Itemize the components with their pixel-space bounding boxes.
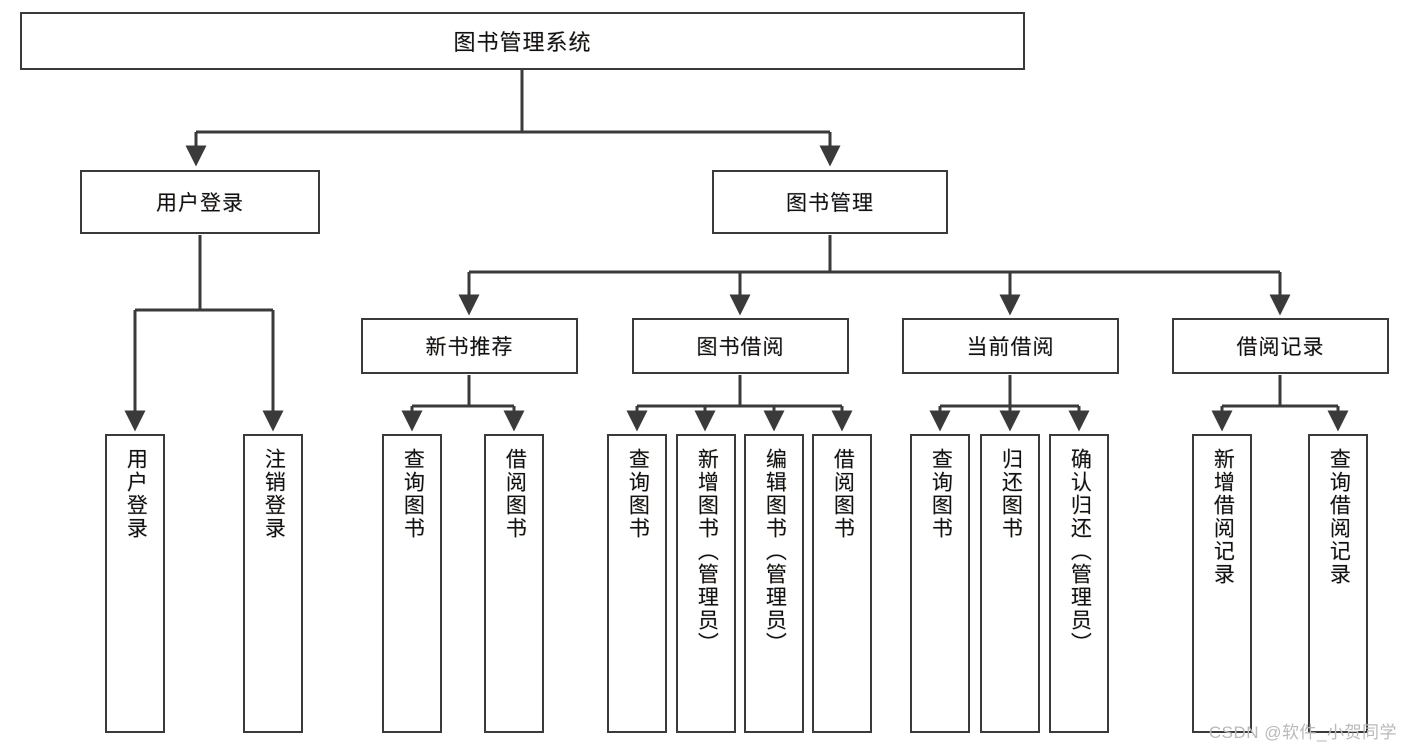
node-leaf-add-book-label: 新增图书（管理员） (695, 448, 719, 655)
node-leaf-query-book-2-label: 查询图书 (626, 448, 650, 540)
node-leaf-return-book[interactable]: 归还图书 (980, 434, 1040, 733)
node-book-borrow[interactable]: 图书借阅 (632, 318, 849, 374)
node-leaf-borrow-book-2[interactable]: 借阅图书 (812, 434, 872, 733)
watermark: CSDN @软件_小贺同学 (1208, 723, 1397, 742)
node-borrow-record-label: 借阅记录 (1236, 336, 1325, 359)
node-leaf-confirm-return-label: 确认归还（管理员） (1068, 448, 1092, 655)
node-borrow-record[interactable]: 借阅记录 (1172, 318, 1389, 374)
node-leaf-borrow-book-2-label: 借阅图书 (831, 448, 855, 540)
node-leaf-user-login-label: 用户登录 (124, 448, 148, 540)
node-leaf-query-record[interactable]: 查询借阅记录 (1308, 434, 1368, 733)
node-leaf-add-record-label: 新增借阅记录 (1211, 448, 1235, 586)
node-user-login[interactable]: 用户登录 (80, 170, 320, 234)
node-current-borrow-label: 当前借阅 (966, 336, 1055, 359)
node-leaf-query-record-label: 查询借阅记录 (1327, 448, 1351, 586)
node-book-borrow-label: 图书借阅 (696, 336, 785, 359)
node-leaf-edit-book-label: 编辑图书（管理员） (763, 448, 787, 655)
node-leaf-edit-book[interactable]: 编辑图书（管理员） (744, 434, 804, 733)
node-leaf-add-book[interactable]: 新增图书（管理员） (676, 434, 736, 733)
node-leaf-query-book-3-label: 查询图书 (929, 448, 953, 540)
node-leaf-borrow-book-1-label: 借阅图书 (503, 448, 527, 540)
node-user-login-label: 用户登录 (156, 192, 244, 215)
node-leaf-user-login[interactable]: 用户登录 (105, 434, 165, 733)
node-root-label: 图书管理系统 (453, 30, 592, 55)
node-leaf-confirm-return[interactable]: 确认归还（管理员） (1049, 434, 1109, 733)
node-leaf-query-book-1-label: 查询图书 (401, 448, 425, 540)
node-leaf-borrow-book-1[interactable]: 借阅图书 (484, 434, 544, 733)
node-book-manage-label: 图书管理 (786, 192, 874, 215)
node-leaf-query-book-2[interactable]: 查询图书 (607, 434, 667, 733)
node-leaf-user-logout-label: 注销登录 (262, 448, 286, 540)
node-book-manage[interactable]: 图书管理 (712, 170, 948, 234)
node-leaf-user-logout[interactable]: 注销登录 (243, 434, 303, 733)
node-leaf-return-book-label: 归还图书 (999, 448, 1023, 540)
node-leaf-add-record[interactable]: 新增借阅记录 (1192, 434, 1252, 733)
node-leaf-query-book-3[interactable]: 查询图书 (910, 434, 970, 733)
node-root[interactable]: 图书管理系统 (20, 12, 1025, 70)
node-new-book-rec-label: 新书推荐 (425, 336, 514, 359)
node-new-book-rec[interactable]: 新书推荐 (361, 318, 578, 374)
node-leaf-query-book-1[interactable]: 查询图书 (382, 434, 442, 733)
node-current-borrow[interactable]: 当前借阅 (902, 318, 1119, 374)
